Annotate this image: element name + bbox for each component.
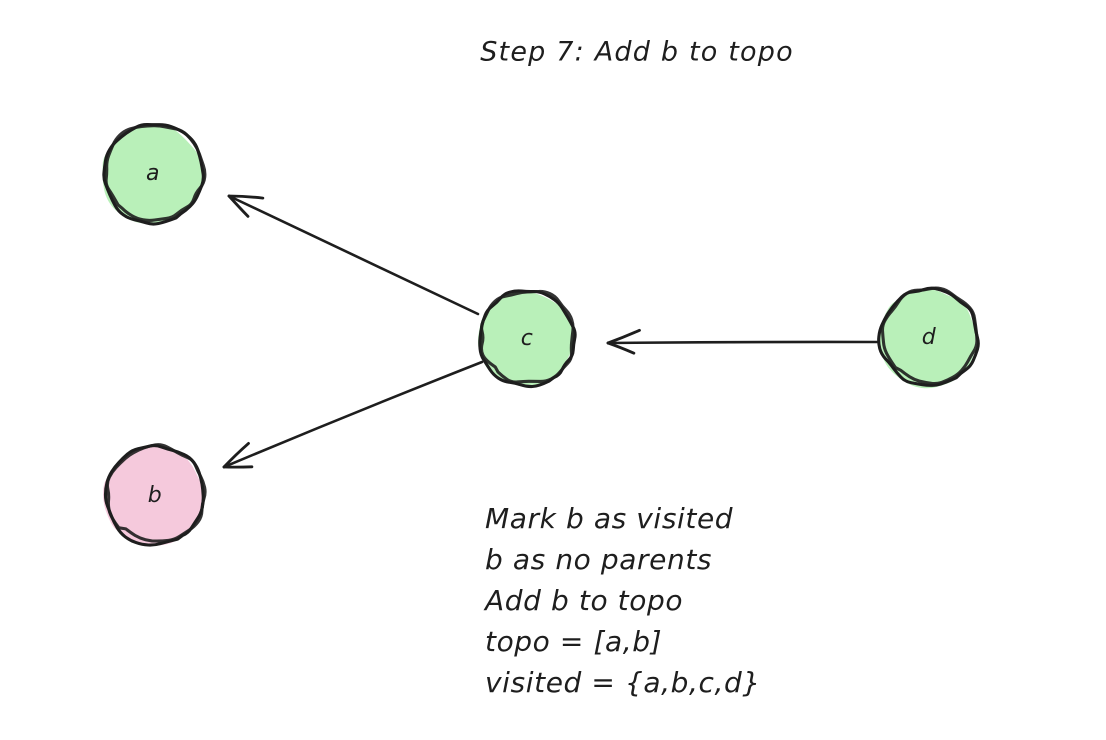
node-fill [102, 124, 202, 224]
node-label-a: a [146, 161, 160, 186]
annotation-line-4: topo = [a,b] [485, 625, 662, 658]
node-label-d: d [922, 325, 937, 350]
arrowhead-barb [227, 194, 265, 200]
node-outline [478, 289, 577, 389]
edges-layer [222, 194, 879, 469]
arrowhead-barb [606, 341, 636, 355]
graph-node-b[interactable]: b [103, 443, 207, 547]
node-outline-second-pass [105, 443, 207, 543]
node-outline-second-pass [479, 289, 575, 384]
edge-shaft [227, 194, 480, 316]
arrowhead-barb [227, 194, 250, 218]
node-label-b: b [148, 483, 162, 508]
node-fill [477, 291, 574, 388]
annotation-line-5: visited = {a,b,c,d} [485, 666, 761, 699]
page-title: Step 7: Add b to topo [480, 37, 794, 68]
edge-c-to-b [222, 360, 484, 469]
edge-c-to-a [227, 194, 480, 316]
arrowhead-barb [606, 328, 641, 345]
node-outline-second-pass [104, 124, 207, 222]
edge-shaft [222, 360, 484, 469]
nodes-layer: a b c d [102, 123, 980, 547]
edge-shaft [606, 340, 879, 345]
node-fill [879, 289, 976, 389]
graph-node-d[interactable]: d [877, 286, 980, 389]
annotation-line-2: b as no parents [485, 543, 712, 576]
node-outline-second-pass [880, 286, 979, 386]
node-label-c: c [521, 326, 534, 351]
annotation-line-3: Add b to topo [483, 584, 683, 617]
graph-node-a[interactable]: a [102, 123, 207, 226]
annotation-line-1: Mark b as visited [485, 502, 733, 535]
arrowhead-barb [222, 442, 250, 469]
edge-d-to-c [606, 328, 879, 355]
node-fill [103, 446, 204, 546]
graph-node-c[interactable]: c [477, 289, 577, 389]
